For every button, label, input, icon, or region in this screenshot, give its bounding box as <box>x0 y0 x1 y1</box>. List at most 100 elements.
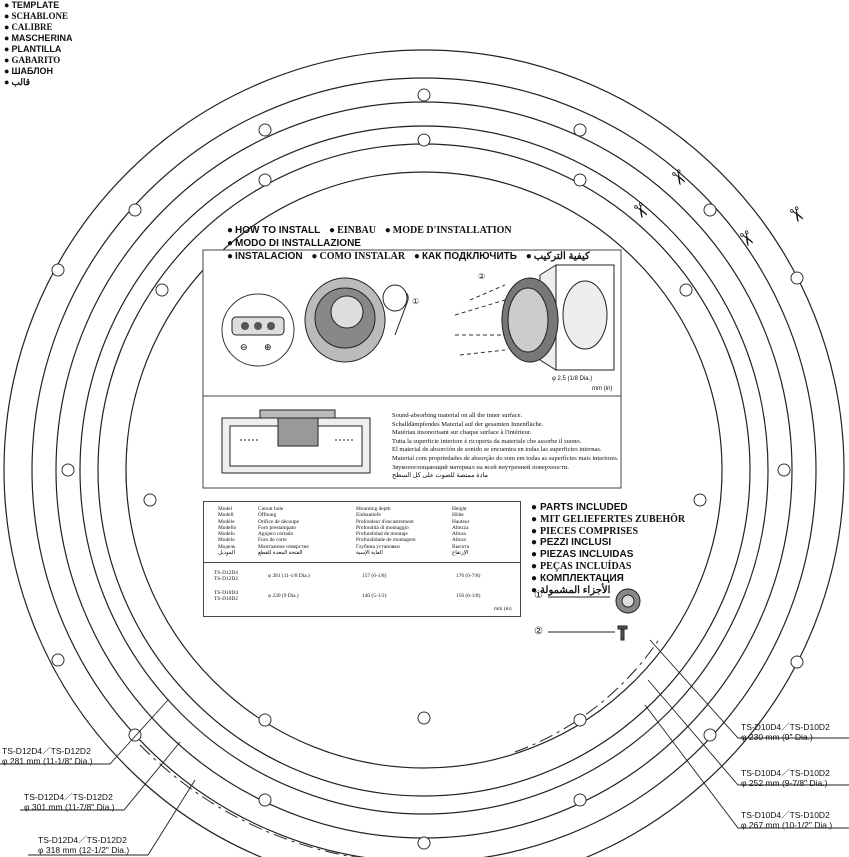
model-cell: TS-D10D4 <box>214 590 238 596</box>
scissors-icon: ✂ <box>782 201 811 228</box>
scissors-icon: ✂ <box>626 197 655 224</box>
note-line: Sound-absorbing material on all the inne… <box>392 412 523 419</box>
note-line: Material com propriedades de absorção do… <box>392 454 619 462</box>
parts-heading: MIT GELIEFERTES ZUBEHÖR <box>531 514 685 526</box>
heading-pt: COMO INSTALAR <box>311 251 405 262</box>
header-cell: Profundidad de montaje <box>356 531 408 538</box>
mount-hole <box>155 283 169 297</box>
table-units: mm (in) <box>494 606 512 612</box>
header-cell: Модель <box>218 543 236 550</box>
ring-model: TS-D10D4／TS-D10D2 <box>741 722 830 732</box>
depth-cell: 140 (5-1/2) <box>362 593 387 599</box>
terminal-diagram: ⊖ ⊕ <box>221 293 295 367</box>
ring-label-301: TS-D12D4／TS-D12D2 φ 301 mm (11-7/8" Dia.… <box>24 792 115 812</box>
sound-material-notes: Sound-absorbing material on all the inne… <box>392 412 622 481</box>
ring-diameter: φ 267 mm (10-1/2" Dia.) <box>741 820 833 830</box>
header-cell: Model <box>218 506 233 512</box>
mount-hole <box>128 728 142 742</box>
leader-line <box>647 679 849 786</box>
mount-hole <box>693 493 707 507</box>
ring-diameter: φ 301 mm (11-7/8" Dia.) <box>24 802 115 812</box>
ring-model: TS-D12D4／TS-D12D2 <box>2 746 91 756</box>
parts-heading: КОМПЛЕКТАЦИЯ <box>531 573 685 585</box>
header-cell: Furo de corte <box>258 537 287 544</box>
note-line: El material de absorción de sonido se en… <box>392 446 602 454</box>
parts-drawings <box>548 588 641 641</box>
mount-hole <box>703 203 717 217</box>
ring-label-230: TS-D10D4／TS-D10D2 φ 230 mm (9" Dia.) <box>741 722 830 742</box>
mount-hole <box>790 655 804 669</box>
header-cell: Profondità di montaggio <box>356 524 409 531</box>
template-title: PLANTILLA <box>4 44 72 55</box>
ring-model: TS-D12D4／TS-D12D2 <box>24 792 113 802</box>
speaker-drawing <box>304 277 409 363</box>
scissors-icon: ✂ <box>664 164 693 191</box>
header-cell: Cutout hole <box>258 506 284 512</box>
mount-hole <box>573 173 587 187</box>
ring-diameter: φ 230 mm (9" Dia.) <box>741 732 813 742</box>
cutout-header: Cutout hole Öffnung Orifice de découpe F… <box>258 506 309 556</box>
header-cell: Глубина установки <box>356 543 400 550</box>
cut-line-dashed <box>139 744 358 857</box>
how-to-install-header: HOW TO INSTALL EINBAU MODE D'INSTALLATIO… <box>227 224 627 263</box>
ring-label-267: TS-D10D4／TS-D10D2 φ 267 mm (10-1/2" Dia.… <box>741 810 832 830</box>
mount-hole <box>417 133 431 147</box>
units-label: mm (in) <box>592 386 613 392</box>
ring-diameter: φ 252 mm (9-7/8" Dia.) <box>741 778 828 788</box>
header-cell: Einbautiefe <box>356 512 381 519</box>
parts-heading: PEZZI INCLUSI <box>531 537 685 549</box>
ring-230 <box>125 171 723 769</box>
leader-line <box>28 779 196 856</box>
mount-hole <box>573 123 587 137</box>
header-cell: Orifice de découpe <box>258 518 300 525</box>
leader-line <box>0 699 169 765</box>
mount-hole <box>258 123 272 137</box>
table-divider <box>204 562 520 563</box>
svg-text:⊖: ⊖ <box>240 343 248 353</box>
header-cell: Height <box>452 506 467 512</box>
table-row: TS-D10D4 TS-D10D2 <box>214 590 238 603</box>
header-cell: Modèle <box>218 518 235 525</box>
mount-hole <box>258 173 272 187</box>
header-cell: Foro prestampato <box>258 524 296 531</box>
leader-line <box>644 704 849 829</box>
header-cell: الإرتفاع <box>452 550 469 557</box>
spec-table: Model Modell Modèle Modello Modelo Model… <box>203 501 521 617</box>
cutout-cell: φ 281 (11-1/8 Dia.) <box>268 573 310 579</box>
template-title: CALIBRE <box>4 22 72 33</box>
model-cell: TS-D10D2 <box>214 596 238 603</box>
enclosure-mounting-drawing <box>454 264 615 371</box>
header-cell: Altura <box>452 531 466 538</box>
scissors-icon: ✂ <box>732 225 761 252</box>
ring-label-318: TS-D12D4／TS-D12D2 φ 318 mm (12-1/2" Dia.… <box>38 835 129 855</box>
enclosure-section-drawing <box>221 409 371 474</box>
note-line: Matériau insonorisant sur chaque surface… <box>392 429 532 437</box>
parts-heading: PIEZAS INCLUIDAS <box>531 549 685 561</box>
cut-line-dashed <box>514 637 661 753</box>
ring-label-252: TS-D10D4／TS-D10D2 φ 252 mm (9-7/8" Dia.) <box>741 768 830 788</box>
header-cell: Modell <box>218 512 234 519</box>
template-title: TEMPLATE <box>4 0 72 11</box>
header-cell: Mounting depth <box>356 506 391 512</box>
callout-1: ① <box>412 297 420 306</box>
heading-ar: كيفية التركيب <box>526 251 590 262</box>
ring-267 <box>79 125 769 815</box>
mount-hole <box>417 836 431 850</box>
parts-callout-2: ② <box>534 626 543 637</box>
parts-heading: PARTS INCLUDED <box>531 502 685 514</box>
mount-hole <box>51 263 65 277</box>
mount-hole <box>573 793 587 807</box>
model-cell: TS-D12D4 <box>214 570 238 576</box>
header-cell: Altezza <box>452 524 469 531</box>
mount-hole <box>61 463 75 477</box>
header-cell: الموديل <box>218 550 236 557</box>
heading-fr: MODE D'INSTALLATION <box>385 225 512 236</box>
header-cell: Öffnung <box>258 512 277 519</box>
mount-hole <box>679 283 693 297</box>
svg-text:⊕: ⊕ <box>264 343 272 353</box>
model-cell: TS-D12D2 <box>214 576 238 583</box>
note-line: Tutta la superficie interiore è ricopert… <box>392 437 582 445</box>
mount-hole <box>128 203 142 217</box>
mount-hole <box>51 653 65 667</box>
parts-callout-1: ① <box>534 590 543 601</box>
